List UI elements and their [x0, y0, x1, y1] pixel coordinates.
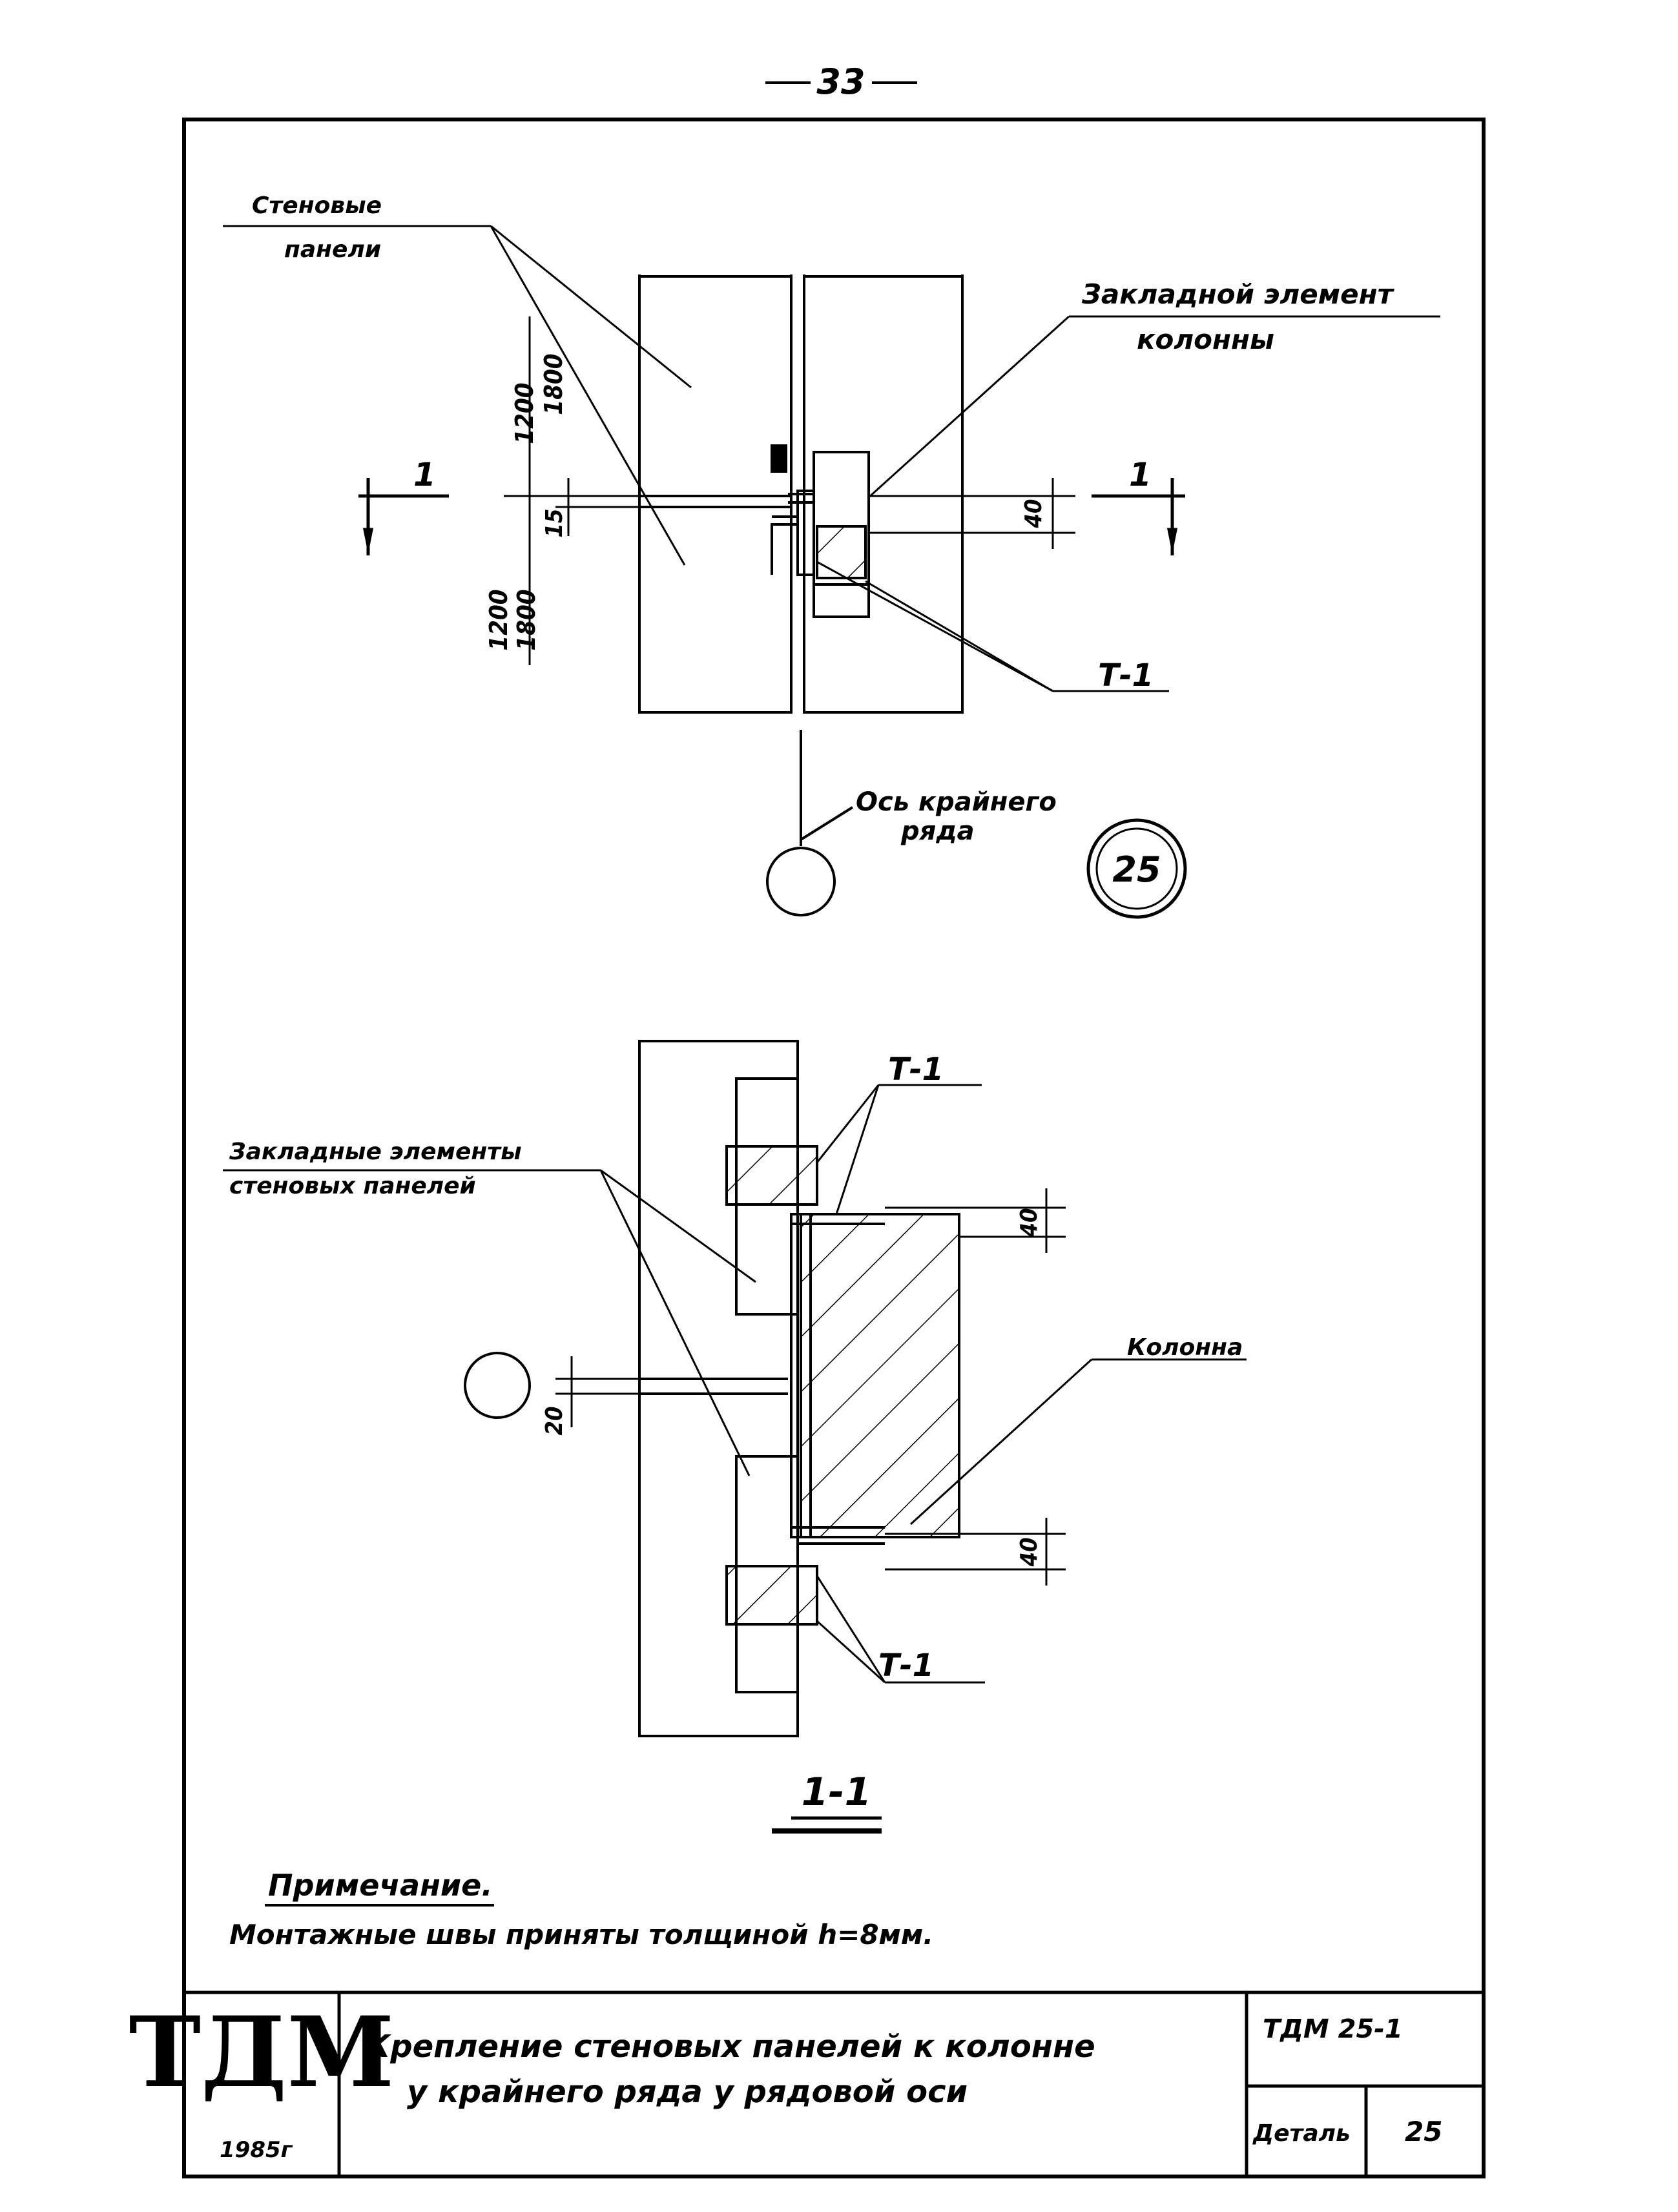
dim-40-section-top: 40 — [1016, 1208, 1042, 1237]
dim-15: 15 — [541, 508, 568, 537]
label-column-embedded-line1: Закладной элемент — [1081, 278, 1395, 310]
dim-lower-1800: 1800 — [512, 589, 541, 650]
sheet-frame — [182, 118, 1486, 2178]
tdm-logo: ТДМ — [129, 1996, 394, 2109]
label-column: Колонна — [1127, 1334, 1243, 1361]
leader-lines-section — [223, 1084, 1247, 1684]
label-panel-embedded-line2: стеновых панелей — [229, 1173, 476, 1199]
dim-20: 20 — [541, 1406, 568, 1435]
weld-label-section-top: Т-1 — [888, 1051, 944, 1088]
label-wall-panels-line1: Стеновые — [252, 192, 382, 219]
detail-bubble — [1086, 818, 1187, 919]
dim-upper-1200: 1200 — [510, 382, 539, 444]
section-mark-right: 1 — [1129, 456, 1152, 493]
axis-label-line2: ряда — [900, 816, 975, 846]
leader-lines-top — [223, 225, 1440, 692]
detail-label: Деталь — [1252, 2120, 1351, 2147]
dimension-lines — [504, 316, 1075, 665]
detail-number: 25 — [1112, 849, 1161, 890]
axis-marker-top — [766, 730, 854, 916]
note-block: Примечание. Монтажные швы приняты толщин… — [229, 1868, 933, 1950]
top-plan-view: 1 1 1200 1800 1200 1800 15 40 — [223, 192, 1440, 919]
note-heading: Примечание. — [268, 1868, 493, 1903]
dim-40-top-view: 40 — [1020, 499, 1047, 528]
axis-marker-section — [464, 1352, 531, 1419]
note-text: Монтажные швы приняты толщиной h=8мм. — [229, 1919, 933, 1950]
dim-lower-1200: 1200 — [484, 589, 513, 650]
title-code: ТДМ 25-1 — [1263, 2014, 1403, 2044]
section-view: 40 40 20 Т-1 Т-1 Закладные элементы стен… — [223, 1040, 1247, 1834]
svg-text:33: 33 — [816, 61, 865, 102]
title-block — [184, 1990, 1484, 2176]
section-title: 1-1 — [802, 1770, 871, 1815]
column-embedded-element — [771, 444, 870, 618]
dim-upper-1800: 1800 — [539, 353, 568, 415]
weld-label-top-view: Т-1 — [1098, 657, 1154, 694]
title-line-1: Крепление стеновых панелей к колонне — [365, 2029, 1095, 2065]
label-wall-panels-line2: панели — [284, 236, 381, 263]
detail-value: 25 — [1405, 2116, 1442, 2147]
section-mark-left: 1 — [413, 456, 436, 493]
section-panels — [638, 1040, 818, 1737]
section-cut-right — [1092, 478, 1185, 555]
page-number: 33 — [765, 61, 917, 102]
axis-label-line1: Ось крайнего — [856, 787, 1057, 817]
section-cut-left — [358, 478, 449, 555]
label-panel-embedded-line1: Закладные элементы — [229, 1139, 522, 1165]
label-column-embedded-line2: колонны — [1137, 324, 1274, 355]
dim-40-section-bottom: 40 — [1016, 1537, 1042, 1567]
title-line-2: у крайнего ряда у рядовой оси — [407, 2074, 968, 2110]
column — [790, 1213, 960, 1545]
title-year: 1985г — [220, 2137, 293, 2163]
section-dimension-lines — [555, 1188, 1066, 1586]
wall-panels — [638, 274, 964, 714]
weld-label-section-bottom: Т-1 — [878, 1648, 934, 1684]
